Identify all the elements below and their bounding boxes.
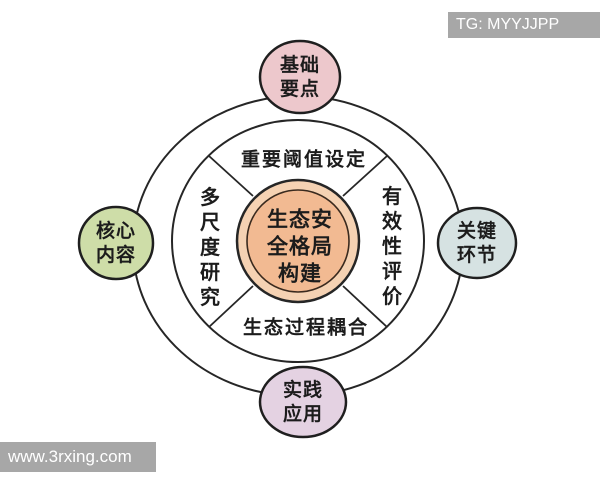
divider-line-nw (208, 155, 254, 197)
ring-label-bottom: 生态过程耦合 (242, 316, 370, 339)
satellite-top-label-line1: 基础 (279, 54, 321, 76)
satellite-right-label-line1: 关键 (456, 220, 498, 242)
satellite-bottom-label-line1: 实践 (282, 379, 324, 401)
center-core-circle (246, 189, 350, 293)
satellite-bottom-circle (258, 365, 348, 439)
satellite-right-label: 关键 环节 (457, 219, 497, 267)
satellite-bottom-label: 实践 应用 (283, 378, 323, 426)
watermark-tg-bar: TG: MYYJJPP (448, 12, 600, 38)
watermark-site-text: www.3rxing.com (8, 447, 132, 466)
center-label-line1: 生态安 (267, 206, 333, 232)
center-label: 生态安 全格局 构建 (267, 206, 333, 287)
satellite-right-label-line2: 环节 (456, 244, 498, 266)
satellite-bottom-label-line2: 应用 (282, 403, 324, 425)
center-label-line2: 全格局 (267, 233, 333, 259)
ring-label-right: 有效性评价 (378, 185, 403, 311)
ring-label-top: 重要阈值设定 (240, 148, 368, 171)
ring-label-left: 多尺度研究 (196, 186, 221, 312)
satellite-left-circle (77, 205, 155, 281)
satellite-left-label-line2: 内容 (95, 244, 137, 266)
satellite-left-label-line1: 核心 (95, 220, 137, 242)
satellite-left-label: 核心 内容 (96, 219, 136, 267)
divider-line-ne (342, 155, 388, 197)
center-label-line3: 构建 (278, 260, 322, 286)
watermark-tg-text: TG: MYYJJPP (456, 16, 560, 33)
satellite-top-circle (258, 39, 342, 115)
watermark-site-bar: www.3rxing.com (0, 442, 156, 472)
satellite-top-label-line2: 要点 (279, 78, 321, 100)
divider-line-se (342, 285, 388, 328)
satellite-top-label: 基础 要点 (280, 53, 320, 101)
divider-line-sw (208, 285, 254, 328)
satellite-right-circle (436, 206, 518, 280)
